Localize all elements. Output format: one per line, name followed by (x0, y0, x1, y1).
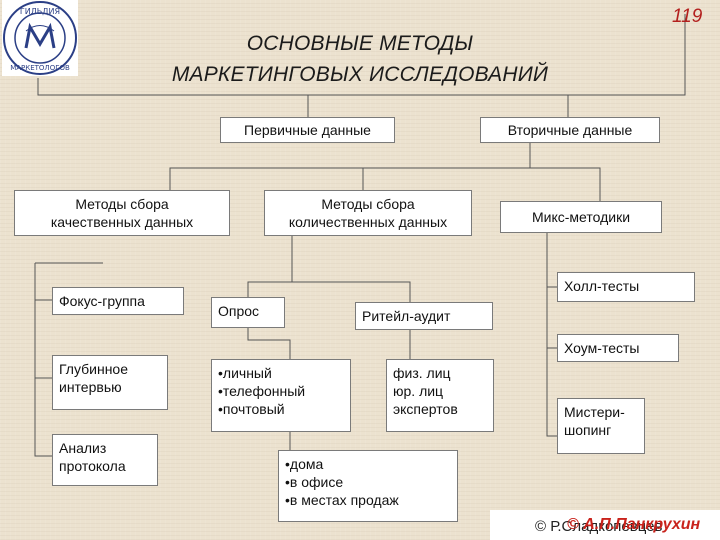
node-depth-interview-line2: интервью (59, 379, 122, 395)
survey-type-item: личный (218, 364, 344, 382)
connector-quant-to-retail (292, 281, 411, 302)
connector-title-frame (37, 14, 686, 96)
node-qualitative-line2: качественных данных (50, 214, 194, 230)
connector-secondary-to-mix (530, 167, 601, 201)
node-depth-interview: Глубинное интервью (52, 355, 168, 410)
node-quantitative-methods: Методы сбора количественных данных (264, 190, 472, 236)
logo-ring-text-top: ГИЛЬДИЯ (20, 7, 60, 16)
guild-of-marketers-logo: ГИЛЬДИЯ МАРКЕТОЛОГОВ (2, 0, 78, 76)
node-qualitative-line1: Методы сбора (75, 196, 169, 212)
node-mix-methods-label: Микс-методики (531, 209, 631, 225)
node-home-tests: Хоум-тесты (557, 334, 679, 362)
node-survey-label: Опрос (218, 303, 260, 319)
survey-place-item: в офисе (285, 473, 451, 491)
node-secondary-data: Вторичные данные (480, 117, 660, 143)
node-protocol-analysis-line1: Анализ (59, 440, 107, 456)
connector-quant-to-survey (247, 236, 293, 297)
node-qualitative-methods: Методы сбора качественных данных (14, 190, 230, 236)
logo-ring-text-bottom: МАРКЕТОЛОГОВ (10, 64, 70, 72)
page-title-line2: МАРКЕТИНГОВЫХ ИССЛЕДОВАНИЙ (171, 63, 549, 86)
node-hall-tests: Холл-тесты (557, 272, 695, 302)
respondent-type-item: юр. лиц (393, 383, 444, 399)
node-mystery-shopping-line2: шопинг (564, 422, 612, 438)
connector-primary-to-qual (169, 143, 531, 190)
page-title-line1: ОСНОВНЫЕ МЕТОДЫ (246, 32, 474, 55)
respondent-type-item: физ. лиц (393, 365, 451, 381)
node-focus-group: Фокус-группа (52, 287, 184, 315)
node-survey: Опрос (211, 297, 285, 328)
survey-type-item: почтовый (218, 400, 344, 418)
copyright-background (490, 510, 720, 540)
survey-place-item: в местах продаж (285, 491, 451, 509)
node-retail-audit: Ритейл-аудит (355, 302, 493, 330)
copyright-author-2: © А.П.Панкрухин (567, 516, 701, 533)
node-focus-group-label: Фокус-группа (59, 293, 145, 309)
connector-survey-to-types (247, 328, 291, 359)
connector-mix-to-children (546, 233, 557, 437)
node-primary-data-label: Первичные данные (244, 122, 371, 138)
node-primary-data: Первичные данные (220, 117, 395, 143)
survey-types-list: личный телефонный почтовый (218, 364, 344, 418)
node-respondent-types: физ. лиц юр. лиц экспертов (386, 359, 494, 432)
copyright-author-1: © Р.Сладкопевцев (535, 518, 663, 535)
node-protocol-analysis-line2: протокола (59, 458, 126, 474)
node-protocol-analysis: Анализ протокола (52, 434, 158, 486)
node-depth-interview-line1: Глубинное (59, 361, 128, 377)
node-hall-tests-label: Холл-тесты (564, 278, 640, 294)
node-survey-types: личный телефонный почтовый (211, 359, 351, 432)
node-home-tests-label: Хоум-тесты (564, 340, 640, 356)
page-title: ОСНОВНЫЕ МЕТОДЫ МАРКЕТИНГОВЫХ ИССЛЕДОВАН… (100, 28, 620, 90)
respondent-type-item: экспертов (393, 401, 458, 417)
node-mystery-shopping-line1: Мистери- (564, 404, 625, 420)
node-secondary-data-label: Вторичные данные (507, 122, 633, 138)
node-mystery-shopping: Мистери- шопинг (557, 398, 645, 454)
node-quantitative-line1: Методы сбора (321, 196, 415, 212)
survey-places-list: дома в офисе в местах продаж (285, 455, 451, 509)
node-quantitative-line2: количественных данных (288, 214, 448, 230)
page-number: 119 (672, 6, 703, 27)
node-mix-methods: Микс-методики (500, 201, 662, 233)
node-survey-places: дома в офисе в местах продаж (278, 450, 458, 522)
node-retail-audit-label: Ритейл-аудит (362, 308, 451, 324)
connector-qual-to-children (34, 263, 52, 457)
survey-type-item: телефонный (218, 382, 344, 400)
survey-place-item: дома (285, 455, 451, 473)
